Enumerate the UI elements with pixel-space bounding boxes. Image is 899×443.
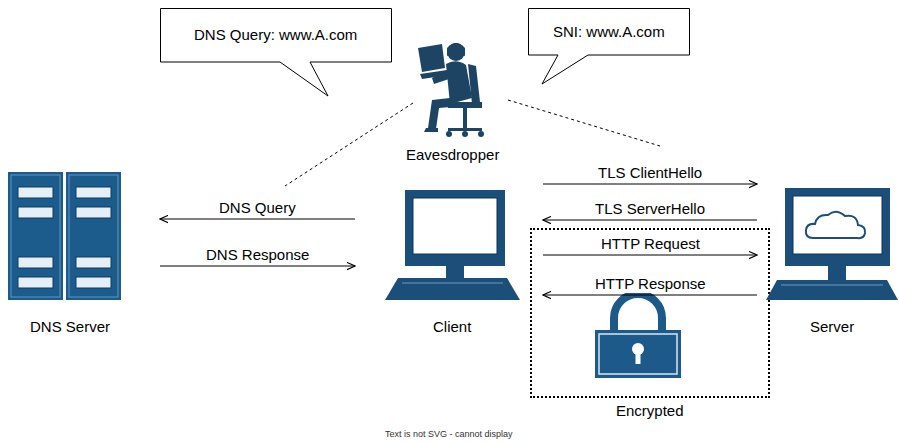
message-arrow (543, 295, 757, 296)
eavesdrop-dashed-line (508, 100, 660, 146)
lock-icon (595, 294, 681, 378)
eavesdropper-figure: Eavesdropper (392, 38, 514, 168)
callout-text: SNI: www.A.com (553, 23, 665, 41)
client-computer-icon (380, 180, 525, 340)
speech-bubble: SNI: www.A.com (528, 8, 690, 90)
footer-note: Text is not SVG - cannot display (385, 429, 513, 440)
server-computer-icon (765, 180, 899, 340)
message-arrow (160, 219, 355, 220)
arrow-label: HTTP Response (593, 275, 708, 293)
node-label: DNS Server (30, 318, 110, 336)
arrow-label: TLS ServerHello (593, 200, 707, 218)
arrow-label: DNS Response (204, 246, 311, 264)
bubble-outline (160, 8, 392, 98)
arrow-label: TLS ClientHello (596, 164, 704, 182)
message-arrow (160, 266, 355, 267)
eavesdrop-dashed-line (285, 103, 413, 186)
arrow-label: HTTP Request (599, 235, 702, 253)
dns-server: DNS Server (0, 165, 140, 340)
node-label: Server (810, 318, 854, 336)
node-label: Eavesdropper (406, 146, 499, 164)
node-label: Encrypted (616, 402, 684, 420)
callout-text: DNS Query: www.A.com (194, 26, 357, 44)
server-computer: Server (765, 180, 899, 340)
message-arrow (543, 184, 757, 185)
bubble-outline (528, 8, 690, 90)
node-label: Client (433, 318, 471, 336)
arrow-label: DNS Query (217, 199, 298, 217)
encrypted-region: Encrypted (530, 228, 770, 398)
message-arrow (543, 255, 757, 256)
client-computer: Client (380, 180, 525, 340)
dns-server-icon (0, 165, 140, 340)
speech-bubble: DNS Query: www.A.com (160, 8, 392, 98)
message-arrow (543, 220, 757, 221)
